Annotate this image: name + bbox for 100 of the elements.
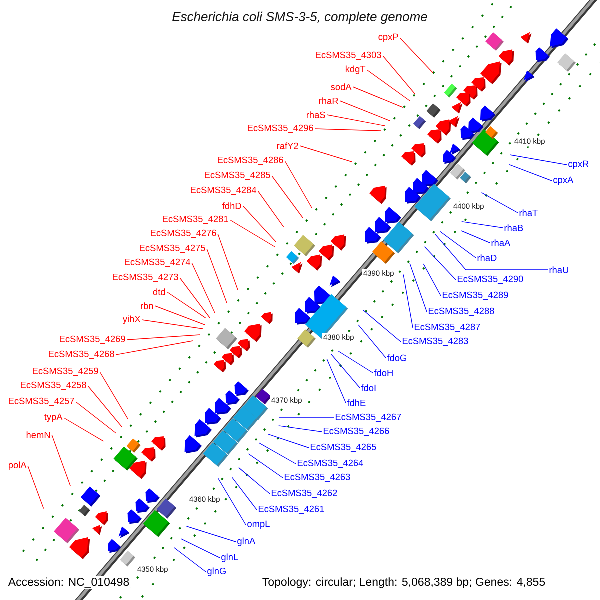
- leader-line: [268, 434, 310, 448]
- leader-line: [64, 418, 104, 442]
- leader-line: [400, 38, 434, 74]
- gene-label: EcSMS35_4286: [218, 156, 284, 166]
- gene-label: polA: [8, 462, 27, 470]
- leader-line: [434, 234, 548, 270]
- leader-line: [326, 358, 346, 404]
- leader-line: [424, 246, 456, 280]
- gene-label: EcSMS35_4258: [21, 382, 86, 390]
- gene-label: glnA: [238, 538, 256, 546]
- gene-label: EcSMS35_4261: [258, 506, 324, 514]
- gene-label: EcSMS35_4273: [113, 274, 178, 282]
- leader-line: [461, 230, 490, 244]
- leader-line: [180, 538, 220, 558]
- leader-line: [423, 264, 442, 296]
- gene-label: EcSMS35_4285: [205, 172, 270, 180]
- gene-label: fdoI: [361, 384, 376, 392]
- gene-label: EcSMS35_4274: [125, 258, 191, 268]
- leader-line: [403, 274, 414, 328]
- gene-label: EcSMS35_4281: [163, 216, 228, 224]
- leader-line: [126, 334, 200, 340]
- gene-label: EcSMS35_4288: [428, 308, 494, 316]
- leader-line: [206, 248, 228, 304]
- gene-label: EcSMS35_4266: [324, 428, 390, 436]
- gene-label: fdhD: [222, 202, 242, 210]
- gene-label: rbn: [141, 302, 154, 310]
- gene-label: rhaS: [306, 112, 326, 118]
- leader-line: [258, 442, 296, 464]
- leader-line: [258, 190, 284, 228]
- gene-label: yihX: [122, 316, 141, 324]
- gene-label: EcSMS35_4283: [402, 338, 468, 346]
- gene-label: fdhE: [347, 400, 366, 406]
- gene-label: rhaT: [520, 210, 538, 216]
- leader-line: [186, 526, 236, 542]
- gene-label: EcSMS35_4267: [336, 414, 402, 422]
- gene-label: rhaB: [504, 224, 524, 232]
- gene-label: EcSMS35_4264: [298, 460, 364, 468]
- leader-line: [28, 466, 44, 510]
- gene-label: rhaD: [478, 254, 497, 262]
- leader-line: [509, 164, 552, 182]
- gene-label: sodA: [331, 84, 352, 90]
- leader-line: [248, 454, 284, 478]
- gene-label: cpxR: [568, 160, 589, 170]
- leader-line: [232, 477, 258, 510]
- leader-line: [330, 354, 360, 388]
- gene-label: EcSMS35_4303: [316, 52, 382, 60]
- gene-label: EcSMS35_4269: [60, 336, 126, 344]
- leader-line: [382, 56, 416, 94]
- leader-line: [314, 128, 382, 132]
- gene-label: rafY2: [277, 142, 298, 150]
- leader-line: [510, 154, 568, 166]
- leader-line: [154, 306, 206, 326]
- gene-label: typA: [44, 414, 63, 422]
- leader-line: [366, 70, 410, 102]
- gene-label: EcSMS35_4263: [284, 474, 350, 482]
- leader-line: [218, 478, 246, 526]
- gene-label: EcSMS35_4287: [414, 324, 480, 332]
- leader-line: [238, 467, 270, 494]
- gene-label: rhaA: [492, 240, 511, 246]
- title: Escherichia coli SMS-3-5, complete genome: [172, 12, 428, 24]
- leader-line: [180, 278, 210, 318]
- gene-label: EcSMS35_4265: [310, 444, 376, 452]
- leader-line: [352, 86, 404, 108]
- leader-line: [340, 100, 390, 122]
- leader-line: [272, 176, 304, 218]
- gene-label: EcSMS35_4289: [442, 292, 508, 300]
- leader-line: [166, 292, 206, 319]
- leader-line: [242, 206, 277, 243]
- gene-label: glnL: [222, 554, 238, 562]
- gene-label: fdoH: [374, 370, 393, 376]
- leader-line: [358, 324, 386, 358]
- leader-line: [142, 320, 204, 330]
- gene-label: fdoG: [387, 354, 406, 362]
- leader-line: [100, 372, 128, 420]
- gene-label: EcSMS35_4296: [248, 124, 314, 134]
- leader-line: [462, 221, 504, 228]
- leader-line: [218, 234, 238, 290]
- leader-line: [326, 114, 386, 126]
- leader-line: [88, 386, 122, 428]
- accession-text: Accession: NC_010498: [7, 576, 131, 590]
- gene-label: ompL: [248, 520, 270, 530]
- leader-line: [284, 160, 312, 208]
- leader-line: [230, 220, 276, 248]
- leader-line: [278, 426, 322, 432]
- leader-line: [52, 434, 71, 487]
- leader-line: [440, 231, 476, 258]
- leader-line: [300, 146, 352, 162]
- gene-label: rhaU: [550, 266, 568, 274]
- leader-line: [481, 192, 518, 214]
- leader-line: [410, 263, 428, 312]
- gene-label: EcSMS35_4262: [272, 490, 338, 498]
- gene-label: glnG: [208, 568, 226, 576]
- gene-label: EcSMS35_4259: [33, 368, 98, 376]
- leader-line: [174, 548, 206, 572]
- gene-label: dtd: [153, 288, 166, 296]
- gene-label: cpxA: [554, 176, 574, 186]
- gene-label: kdgT: [346, 66, 366, 74]
- gene-label: EcSMS35_4290: [458, 276, 524, 284]
- gene-label: EcSMS35_4275: [140, 244, 206, 254]
- gene-label: hemN: [26, 432, 50, 438]
